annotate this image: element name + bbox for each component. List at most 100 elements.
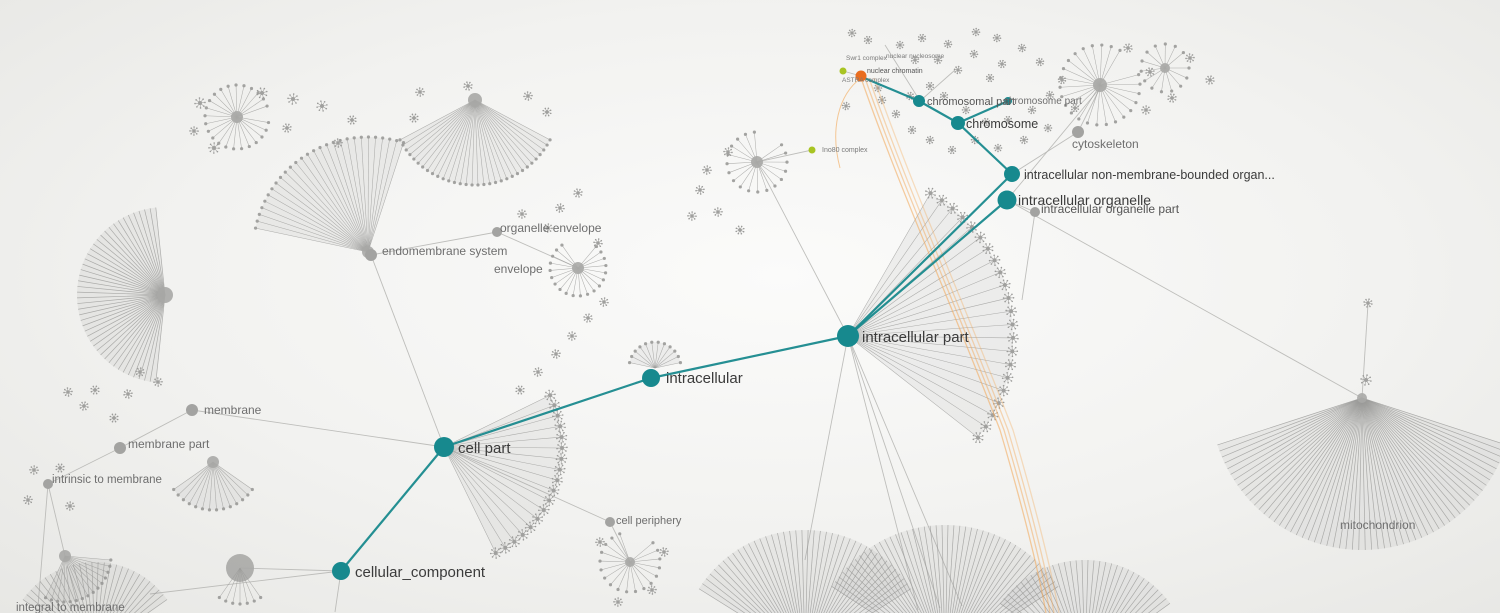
node-nuclear-chromatin[interactable]: [855, 70, 867, 82]
node-cytoskeleton[interactable]: [1072, 126, 1084, 138]
node-intracellular[interactable]: [642, 369, 660, 387]
gray-edge: [119, 409, 193, 449]
asterisk-node-icon: [910, 55, 920, 65]
label-intracellular-organelle-part[interactable]: intracellular organelle part: [1041, 202, 1180, 216]
asterisk-node-icon: [980, 421, 992, 433]
go-cluster: [831, 525, 1059, 613]
gray-edge: [1361, 303, 1369, 399]
gray-edge: [919, 69, 956, 102]
label-ino80-complex[interactable]: Ino80 complex: [822, 147, 868, 154]
gray-edge: [804, 335, 849, 561]
asterisk-node-icon: [974, 231, 987, 244]
orange-relation-edge: [864, 77, 1051, 613]
cluster-layer: [22, 42, 1500, 613]
gray-edge: [370, 231, 498, 256]
highlight-path-layer: [339, 75, 1014, 573]
gray-edge: [149, 570, 342, 595]
label-membrane-part[interactable]: membrane part: [128, 437, 210, 451]
highlight-path-edge: [846, 172, 1014, 338]
asterisk-node-icon: [659, 547, 669, 557]
node-cell-periphery[interactable]: [605, 517, 615, 527]
asterisk-node-icon: [1145, 67, 1155, 77]
asterisk-node-icon: [847, 28, 857, 38]
asterisk-node-icon: [90, 385, 100, 395]
label-intracellular[interactable]: intracellular: [666, 370, 743, 387]
label-swr1-complex[interactable]: Swr1 complex: [846, 55, 888, 62]
asterisk-node-icon: [1057, 75, 1067, 85]
label-cytoskeleton[interactable]: cytoskeleton: [1072, 137, 1139, 151]
node-intracellular-non-membrane-bounded-organelle[interactable]: [1004, 166, 1020, 182]
label-integral-to-membrane[interactable]: integral to membrane: [16, 602, 125, 613]
asterisk-node-icon: [1123, 43, 1133, 53]
node-astra-complex[interactable]: [839, 67, 847, 75]
node-ino80-complex[interactable]: [808, 146, 816, 154]
gray-edge: [1006, 199, 1363, 399]
label-layer: cellular_component cell part intracellular…: [16, 53, 1415, 613]
asterisk-node-icon: [988, 254, 1001, 267]
label-nuclear-chromatin[interactable]: nuclear chromatin: [867, 68, 923, 75]
asterisk-node-icon: [29, 465, 39, 475]
asterisk-node-icon: [595, 537, 605, 547]
label-cell-part[interactable]: cell part: [458, 440, 511, 457]
asterisk-node-icon: [985, 73, 995, 83]
go-cluster: [548, 243, 608, 298]
asterisk-node-icon: [1045, 90, 1055, 100]
label-nuclear-nucleosome[interactable]: nuclear nucleosome: [886, 53, 945, 60]
node-intrinsic-to-membrane[interactable]: [43, 479, 53, 489]
highlight-path-edge: [442, 376, 653, 449]
gray-edge: [847, 335, 941, 609]
gray-edge: [1011, 131, 1079, 175]
asterisk-node-icon: [993, 143, 1003, 153]
label-chromosomal-part[interactable]: chromosomal part: [927, 96, 1015, 108]
highlight-path-edge: [649, 334, 850, 380]
node-endomembrane-system[interactable]: [365, 249, 377, 261]
asterisk-node-icon: [1001, 372, 1014, 384]
label-intracellular-organelle[interactable]: intracellular organelle: [1018, 192, 1151, 208]
node-cellular-component[interactable]: [332, 562, 350, 580]
go-cluster: [1058, 43, 1142, 127]
node-layer: [43, 67, 1084, 580]
label-envelope[interactable]: envelope: [494, 262, 543, 276]
asterisk-node-icon: [189, 126, 199, 136]
asterisk-node-icon: [109, 413, 119, 423]
node-chromosome[interactable]: [951, 116, 965, 130]
label-cellular-component[interactable]: cellular_component: [355, 564, 486, 581]
asterisk-node-icon: [538, 504, 550, 516]
asterisk-node-icon: [508, 536, 520, 548]
asterisk-node-icon: [925, 187, 936, 199]
node-cell-part[interactable]: [434, 437, 454, 457]
orange-edge-layer: [835, 77, 1060, 613]
node-intracellular-part[interactable]: [837, 325, 859, 347]
node-intracellular-organelle[interactable]: [997, 190, 1017, 210]
label-intracellular-part[interactable]: intracellular part: [862, 329, 970, 346]
asterisk-node-icon: [555, 431, 568, 443]
asterisk-node-icon: [583, 313, 593, 323]
label-chromosome-part[interactable]: chromosome part: [1004, 96, 1082, 107]
node-membrane[interactable]: [186, 404, 198, 416]
asterisk-node-icon: [943, 39, 953, 49]
label-intracellular-non-membrane-bounded-organ[interactable]: intracellular non-membrane-bounded organ…: [1024, 168, 1275, 182]
label-chromosome[interactable]: chromosome: [966, 117, 1038, 131]
asterisk-node-icon: [961, 105, 971, 115]
asterisk-node-icon: [907, 125, 917, 135]
node-organelle-envelope[interactable]: [492, 227, 502, 237]
asterisk-node-icon: [917, 33, 927, 43]
node-chromosome-part[interactable]: [1004, 97, 1012, 105]
label-membrane[interactable]: membrane: [204, 403, 262, 417]
node-intracellular-organelle-part[interactable]: [1030, 207, 1040, 217]
label-endomembrane-system[interactable]: endomembrane system: [382, 244, 507, 258]
label-organelle-envelope[interactable]: organelle envelope: [500, 221, 602, 235]
asterisk-node-icon: [554, 420, 566, 432]
label-cell-periphery[interactable]: cell periphery: [616, 515, 682, 527]
label-astra-complex[interactable]: ASTRA complex: [842, 77, 890, 84]
label-intrinsic-to-membrane[interactable]: intrinsic to membrane: [52, 474, 162, 486]
label-mitochondrion[interactable]: mitochondrion: [1340, 518, 1415, 532]
asterisk-node-icon: [687, 211, 697, 221]
node-chromosomal-part[interactable]: [913, 95, 925, 107]
node-membrane-part[interactable]: [114, 442, 126, 454]
go-cluster: [1217, 393, 1500, 550]
highlight-path-edge: [917, 99, 960, 125]
asterisk-node-icon: [992, 397, 1005, 409]
